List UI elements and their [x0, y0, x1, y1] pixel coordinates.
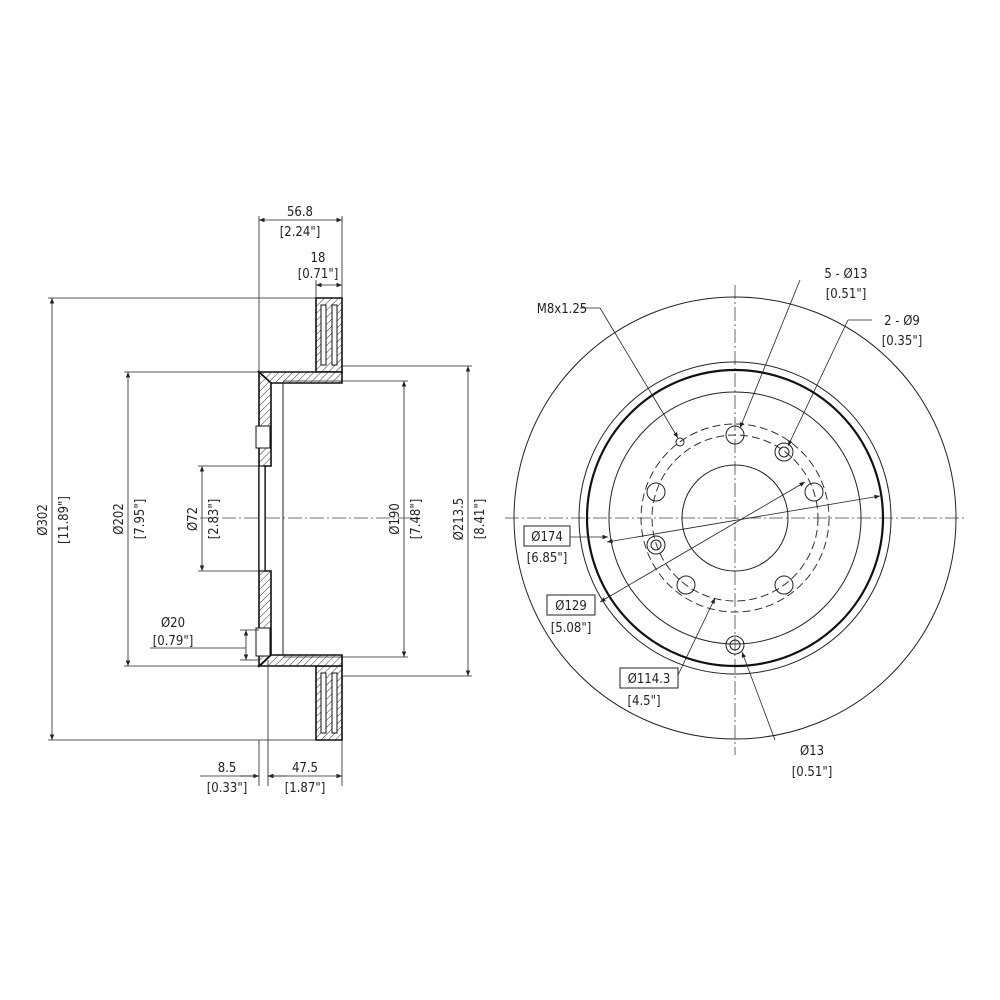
pilot-hole-bottom [255, 627, 271, 657]
inner-hat-diameter-in: [7.48"] [409, 499, 424, 540]
locating-hole-right [774, 442, 794, 462]
stud-hole-5 [646, 482, 666, 502]
circle-129-mm: Ø129 [555, 599, 587, 614]
rotor-thickness-in: [0.71"] [298, 267, 339, 282]
bolt-circle-in: [4.5"] [627, 694, 660, 709]
hat-diameter-in: [7.95"] [133, 499, 148, 540]
side-view: 56.8 [2.24"] 18 [0.71"] Ø302 [11.89"] Ø2… [36, 205, 488, 796]
circle-174-in: [6.85"] [527, 551, 568, 566]
stud-hole-1 [725, 425, 745, 445]
hub-thickness-in: [0.33"] [207, 781, 248, 796]
stud-holes-in: [0.51"] [826, 287, 867, 302]
center-bore-section [258, 465, 266, 572]
locating-holes-in: [0.35"] [882, 334, 923, 349]
friction-ring-top [315, 297, 343, 373]
single-hole-in: [0.51"] [792, 765, 833, 780]
drum-diameter-mm: Ø213.5 [452, 498, 467, 541]
circle-174-mm: Ø174 [531, 530, 563, 545]
single-hole-mm: Ø13 [800, 744, 824, 759]
hat-diameter-mm: Ø202 [112, 503, 127, 535]
single-hole-inner [729, 639, 741, 651]
drum-diameter-in: [8.41"] [473, 499, 488, 540]
friction-ring-bottom [315, 665, 343, 741]
outer-edge-circle [513, 296, 957, 740]
center-bore-mm: Ø72 [186, 507, 201, 531]
hat-height-in: [1.87"] [285, 781, 326, 796]
threaded-hole [675, 437, 685, 447]
center-bore-in: [2.83"] [207, 499, 222, 540]
locating-holes-mm: 2 - Ø9 [884, 314, 920, 329]
drum-outer-circle [578, 361, 892, 675]
overall-width-in: [2.24"] [280, 225, 321, 240]
front-view: M8x1.25 5 - Ø13 [0.51"] 2 - Ø9 [0.35"] Ø… [505, 267, 965, 780]
drum-inner-circle [585, 368, 885, 668]
rotor-thickness-mm: 18 [311, 251, 326, 266]
thread-label: M8x1.25 [537, 302, 587, 317]
stud-holes-mm: 5 - Ø13 [824, 267, 867, 282]
bolt-circle-box [619, 667, 679, 689]
overall-width-mm: 56.8 [287, 205, 313, 220]
hub-thickness-mm: 8.5 [218, 761, 237, 776]
circle-129-box [546, 594, 596, 616]
hat-height-mm: 47.5 [292, 761, 318, 776]
circle-129-in: [5.08"] [551, 621, 592, 636]
circle-174-box [523, 525, 571, 547]
outer-diameter-in: [11.89"] [57, 496, 72, 544]
bolt-circle-mm: Ø114.3 [628, 672, 671, 687]
pilot-diameter-in: [0.79"] [153, 634, 194, 649]
inner-hat-diameter-mm: Ø190 [388, 503, 403, 535]
pilot-hole-top [255, 425, 271, 449]
pilot-diameter-mm: Ø20 [161, 616, 185, 631]
locating-hole-right-inner [778, 446, 790, 458]
single-hole [725, 635, 745, 655]
outer-diameter-mm: Ø302 [36, 504, 51, 536]
